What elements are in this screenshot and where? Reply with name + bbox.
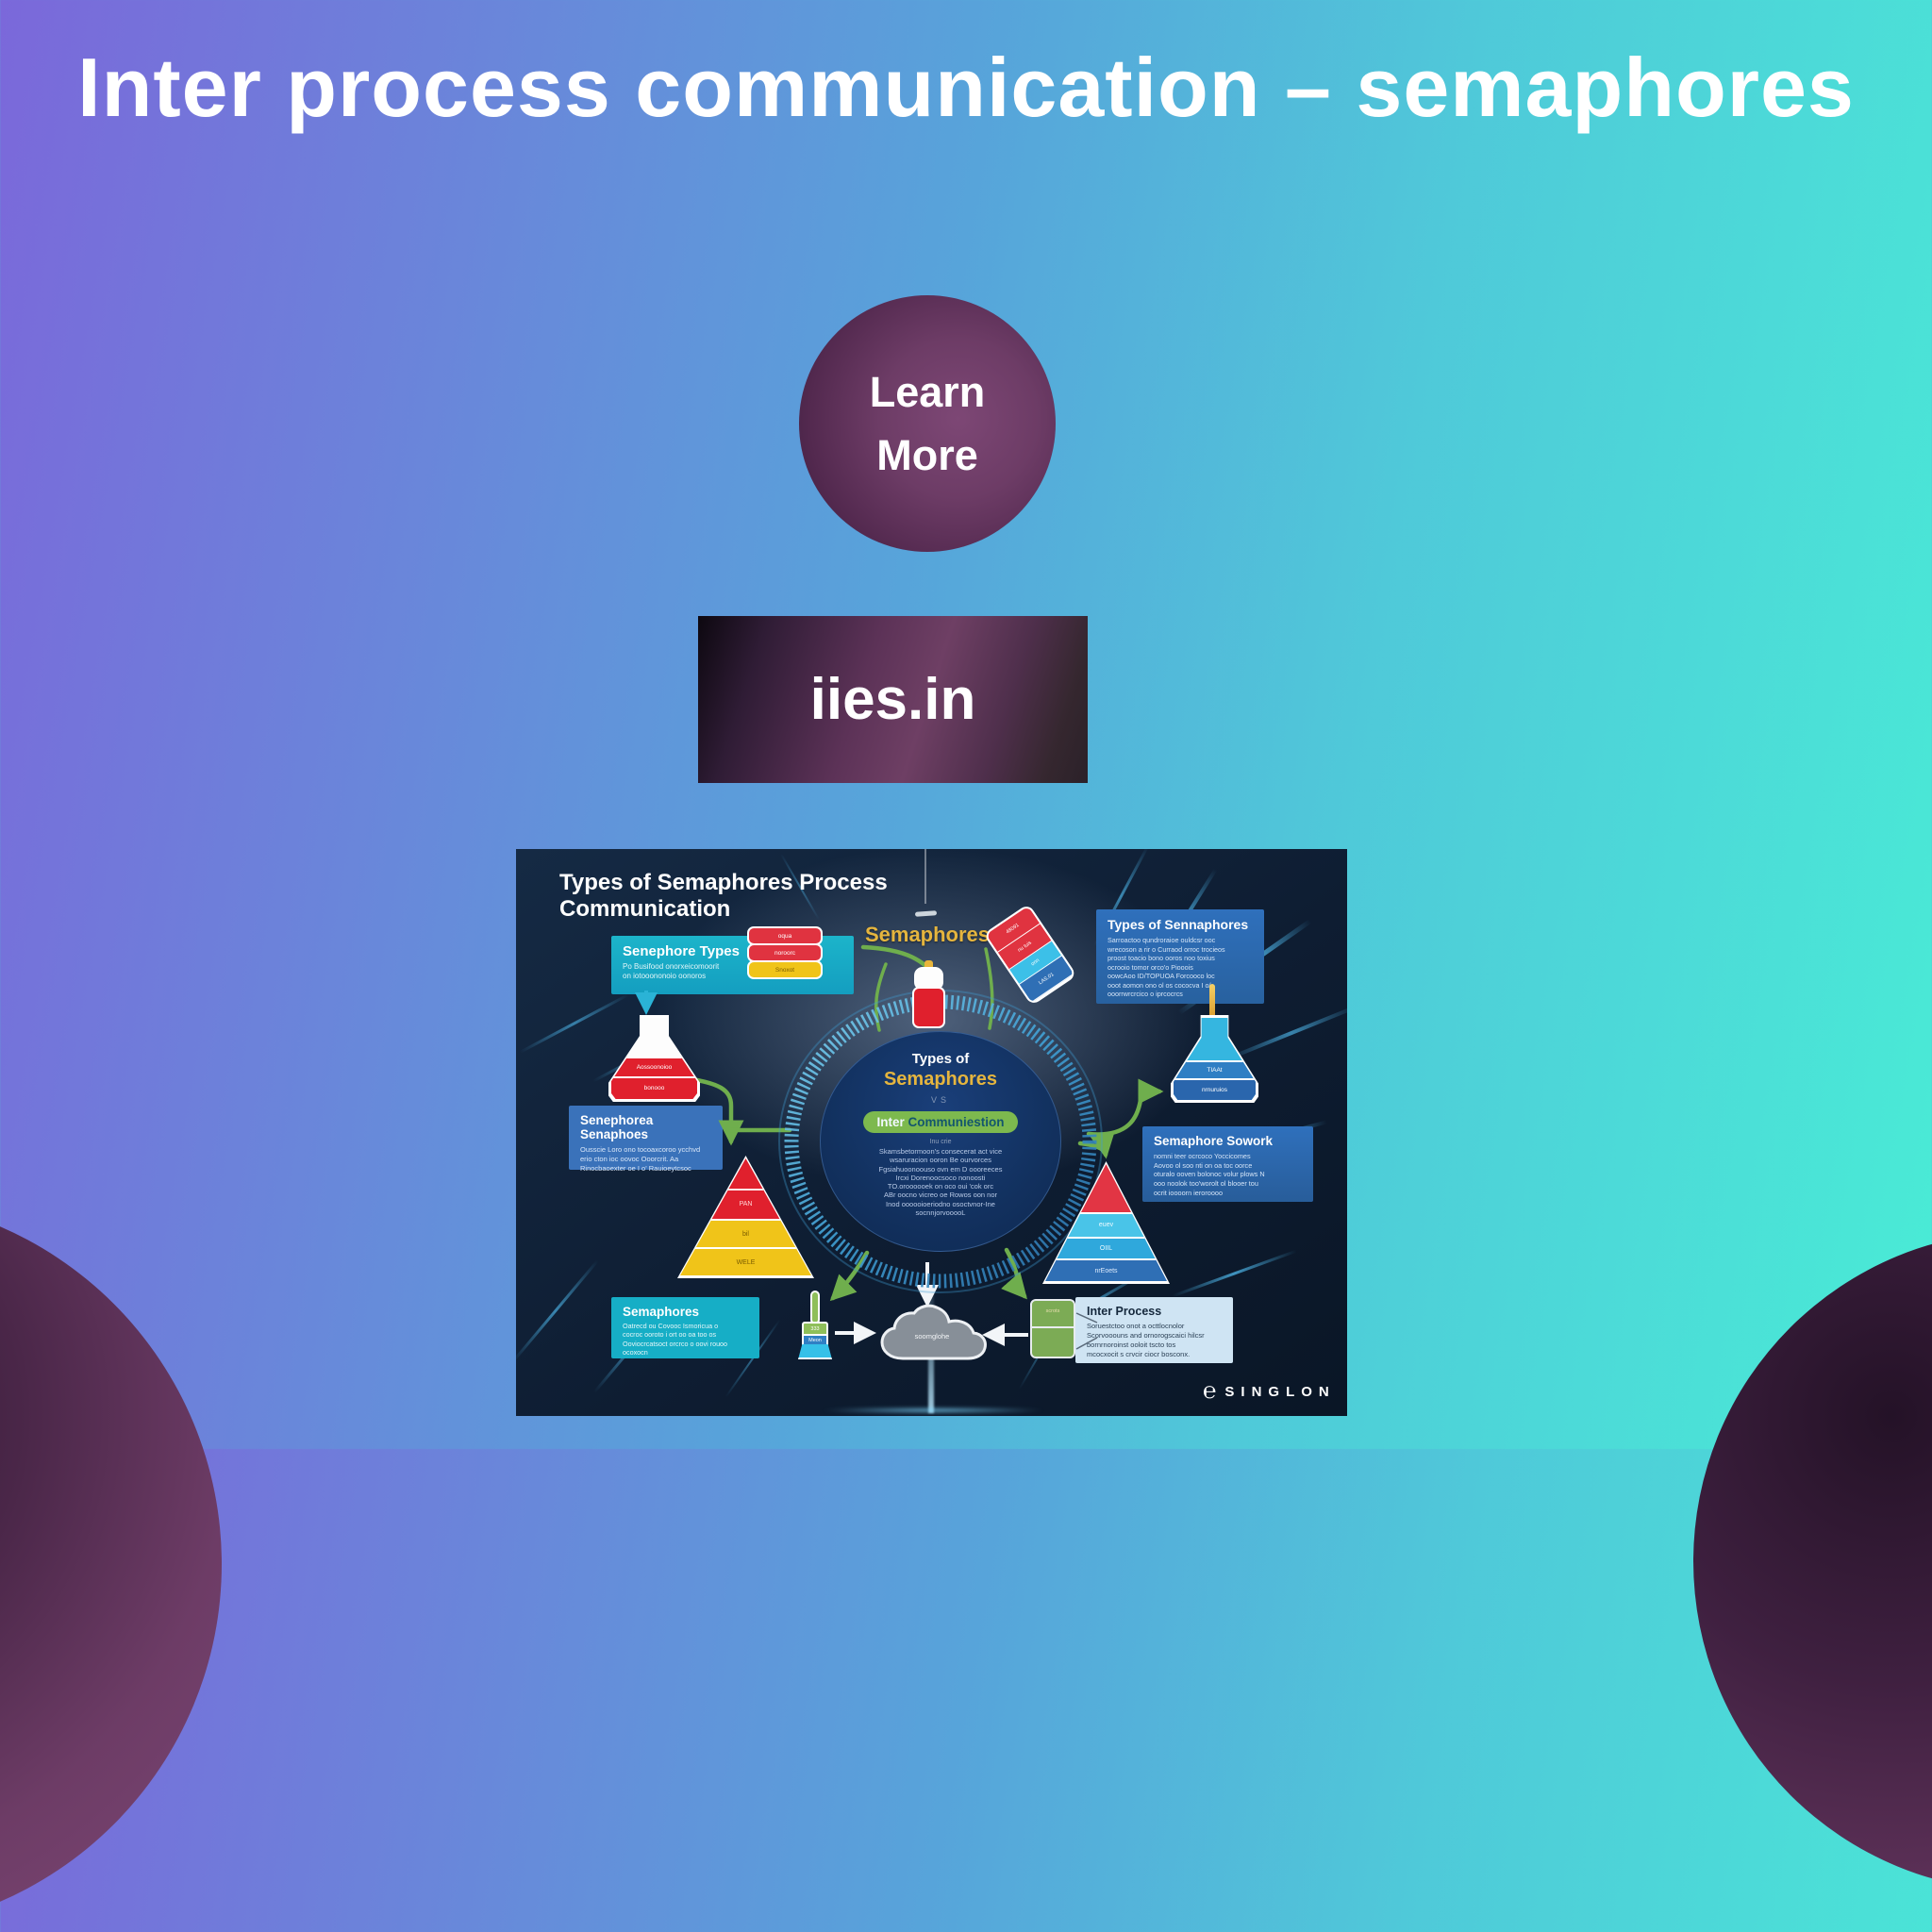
corner-decor-circle-left (0, 1196, 222, 1932)
box-heading: Types of Sennaphores (1108, 917, 1249, 932)
center-gold-label: Semaphores (883, 1069, 998, 1090)
singlon-logo: ℮ SINGLON (1203, 1380, 1336, 1403)
stacked-pills-icon: oqua noroorc Snoxot (747, 926, 823, 979)
semaphore-cloud-icon: soomglohe (874, 1304, 990, 1366)
learn-more-button[interactable]: Learn More (799, 295, 1056, 552)
inter-communication-pill: Inter Communiestion (863, 1111, 1018, 1133)
box-heading: Semaphores (623, 1305, 700, 1319)
box-heading: Semaphore Sowork (1154, 1134, 1274, 1148)
learn-more-line2: More (876, 431, 978, 479)
singlon-logo-text: SINGLON (1224, 1383, 1336, 1400)
corner-decor-circle-right (1693, 1231, 1932, 1891)
green-two-cell-box: scrots (1030, 1299, 1075, 1358)
brush-skirt (798, 1344, 832, 1359)
box-heading: Senephore Types (623, 943, 740, 959)
right-flask-wick (1209, 984, 1215, 1020)
inter-process-box: Inter Process Soruestctoo onot a octtloc… (1075, 1297, 1233, 1363)
center-paragraph: Skamsbetormoon's consecerat act vice wsa… (878, 1147, 1003, 1218)
singlon-logo-icon: ℮ (1203, 1378, 1217, 1404)
box-heading: Senephorea Senaphoes (580, 1113, 654, 1141)
center-vs: VS (930, 1095, 950, 1105)
infographic-title: Types of Semaphores Process Communicatio… (559, 870, 888, 923)
box-heading: Inter Process (1087, 1305, 1162, 1318)
bottle-tip (924, 960, 933, 971)
learn-more-line1: Learn (869, 367, 986, 416)
website-label: iies.in (809, 667, 976, 732)
semaphore-sowork-box: Semaphore Sowork nomni teer ocrcoco Yocc… (1142, 1126, 1313, 1202)
center-circle: Types of Semaphores VS Inter Communiesti… (820, 1031, 1061, 1252)
brush-icon: 333 Meon (798, 1291, 832, 1360)
types-of-semaphores-box: Types of Sennaphores Sarroactoo qundrora… (1096, 909, 1264, 1004)
red-bottle-icon (911, 960, 946, 1028)
center-light-glow (820, 1407, 1046, 1413)
bottle-body (912, 987, 945, 1028)
semaphores-infographic: Types of Semaphores Process Communicatio… (516, 849, 1347, 1416)
page-title: Inter process communication – semaphores (77, 41, 1855, 134)
semaphores-semaphores-box: Senephorea Senaphoes Ousscie Loro ono to… (569, 1106, 723, 1173)
top-vertical-line (924, 849, 926, 904)
center-mini-label: Inu crie (929, 1139, 952, 1145)
website-link[interactable]: iies.in (698, 616, 1088, 783)
semaphores-gold-title: Semaphores (864, 923, 991, 946)
semaphores-bottom-box: Semaphores Oatrecd ou Covooc Ismoricua o… (611, 1297, 759, 1358)
center-label: Types of (911, 1051, 970, 1067)
bottle-cap (914, 967, 943, 991)
brush-handle (810, 1291, 820, 1324)
